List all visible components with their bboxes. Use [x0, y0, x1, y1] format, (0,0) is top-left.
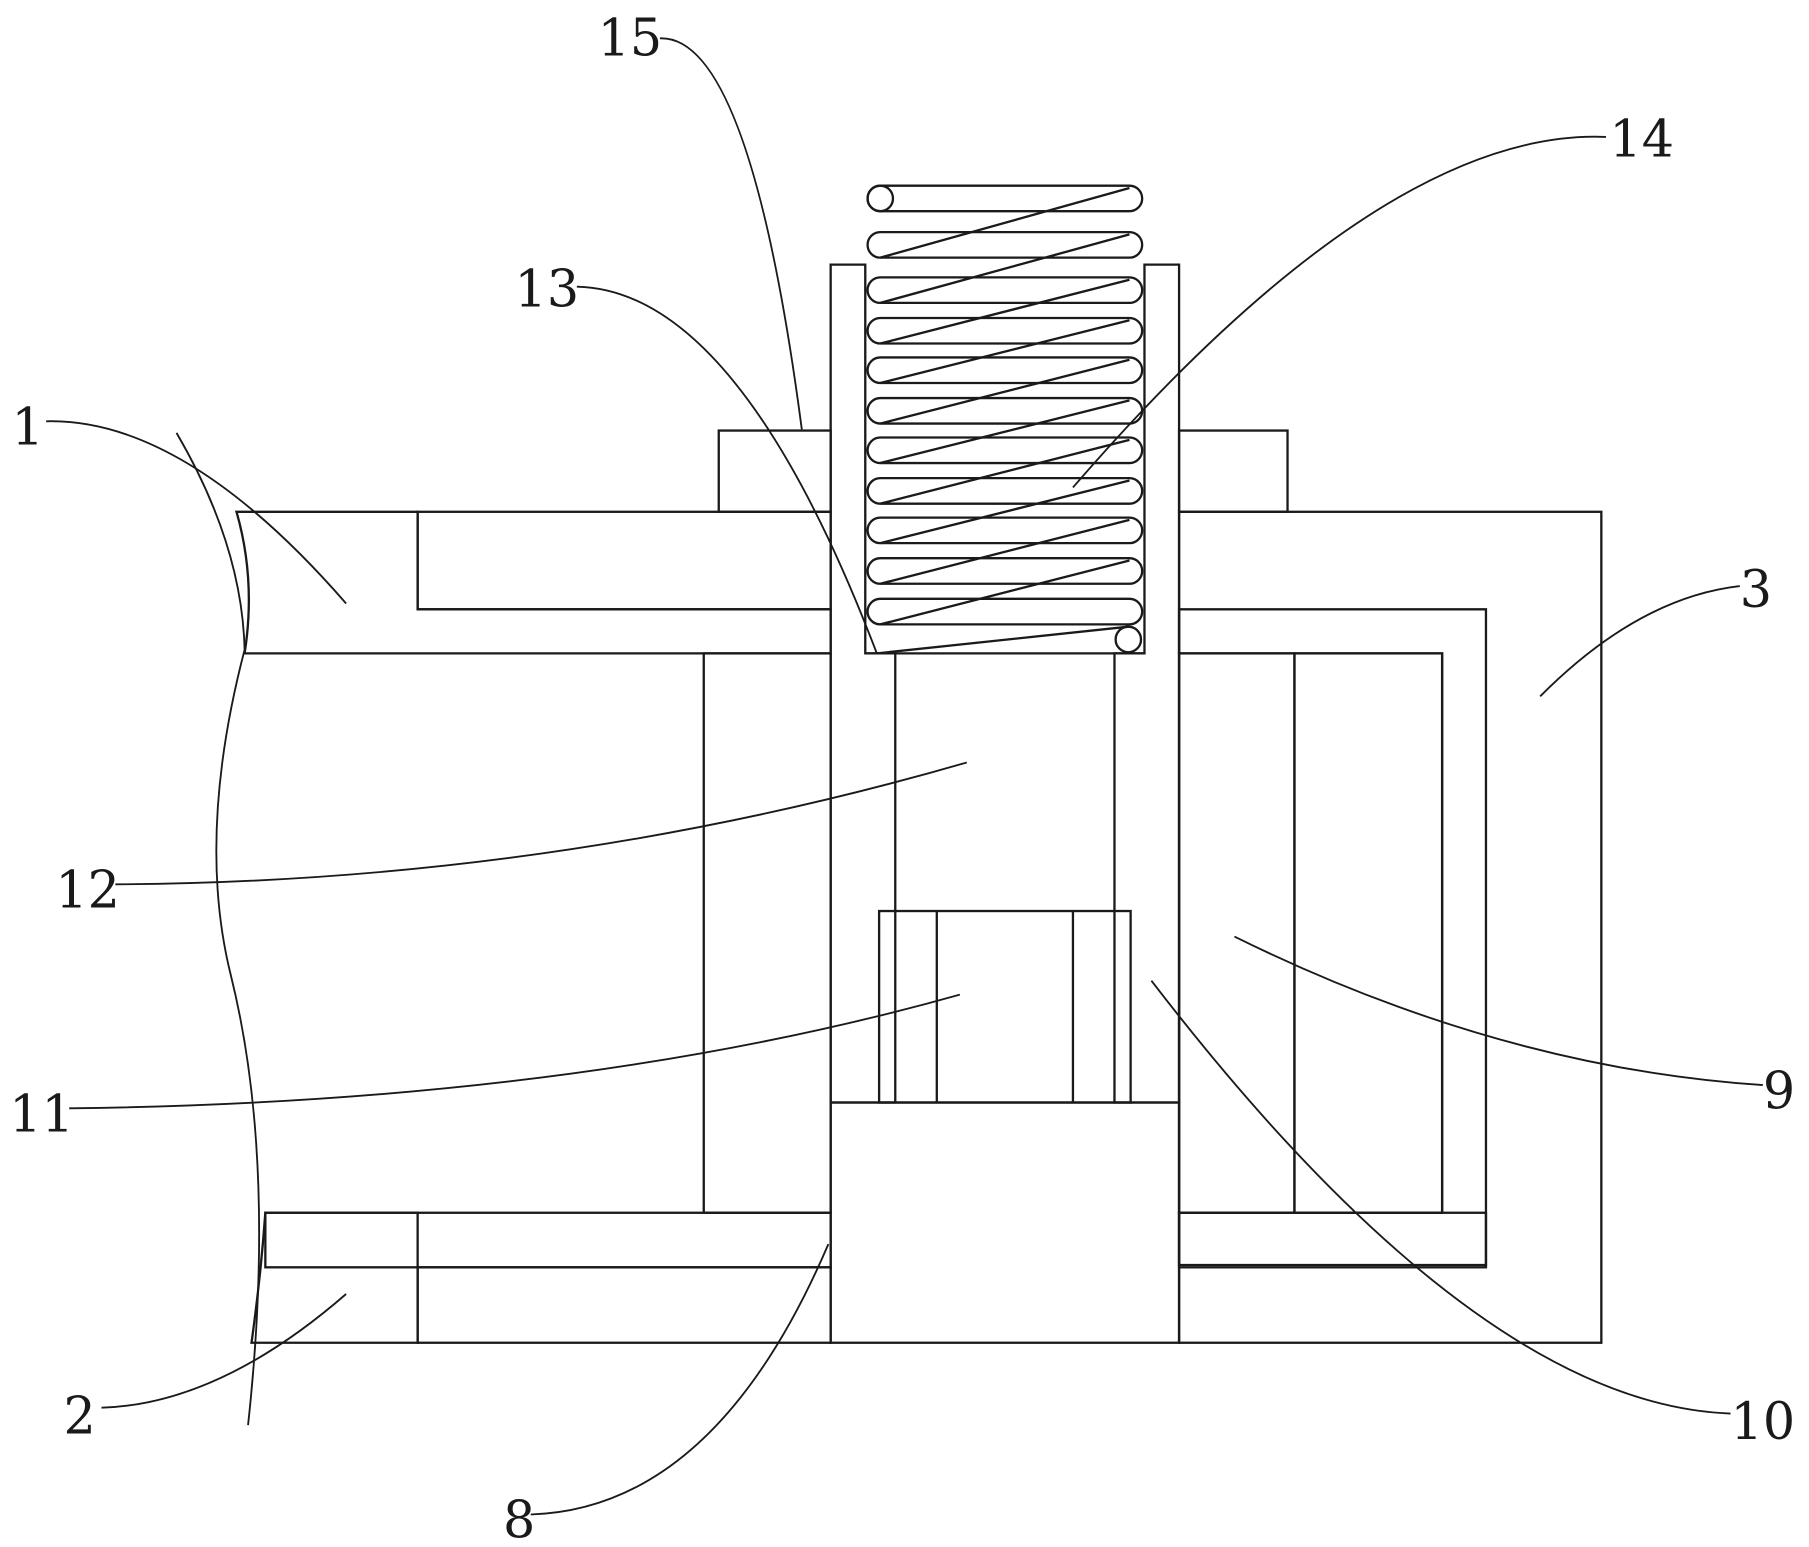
spring-wire: [879, 438, 1130, 505]
spring-end: [1114, 625, 1143, 654]
spring-coil: [866, 597, 1144, 626]
label-1: 1: [12, 398, 44, 457]
spring-coil: [866, 316, 1144, 345]
label-12: 12: [55, 861, 120, 920]
spring-end: [866, 184, 895, 213]
left-column: [702, 652, 832, 1214]
label-10: 10: [1731, 1393, 1796, 1452]
spring-wire: [876, 625, 1129, 655]
spring-wire: [879, 319, 1130, 385]
spring-wire: [879, 233, 1130, 305]
leader-lines: [46, 37, 1763, 1516]
spring-coil: [866, 230, 1144, 259]
bore-part-8: [829, 1101, 1181, 1344]
label-15: 15: [598, 10, 663, 69]
spring-coil: [866, 184, 1144, 213]
spring-wire: [879, 479, 1130, 545]
spring-coil: [866, 557, 1144, 585]
label-13: 13: [515, 260, 580, 319]
upper-plate-part-1: [234, 510, 832, 655]
spring-wire: [879, 559, 1130, 626]
label-14: 14: [1609, 111, 1674, 170]
washer-left-part-15: [717, 429, 832, 513]
spring-coil: [866, 276, 1144, 305]
spring-coil: [866, 356, 1144, 385]
label-9: 9: [1763, 1062, 1795, 1121]
spring-wire: [879, 358, 1130, 425]
break-line: [175, 432, 261, 1426]
spring-wire: [879, 186, 1130, 259]
label-2: 2: [63, 1387, 95, 1446]
spring-coil: [866, 476, 1144, 505]
spring-wire: [879, 518, 1130, 585]
spring-coil: [866, 436, 1144, 465]
label-8: 8: [503, 1492, 535, 1547]
spring-coil: [866, 396, 1144, 425]
washer-right-part-15: [1177, 429, 1289, 513]
right-column-part-9: [1177, 652, 1296, 1214]
label-3: 3: [1740, 561, 1772, 620]
spring-wire: [879, 278, 1130, 345]
spring-coil: [866, 516, 1144, 545]
label-11: 11: [9, 1085, 74, 1144]
lower-plate-part-2: [250, 1211, 832, 1344]
housing-part-3: [416, 510, 1603, 1344]
inner-frame: [1177, 608, 1488, 1269]
spring-part-14: [866, 184, 1144, 655]
sleeve-tube-part-13: [829, 263, 1181, 1104]
spring-wire: [879, 399, 1130, 465]
